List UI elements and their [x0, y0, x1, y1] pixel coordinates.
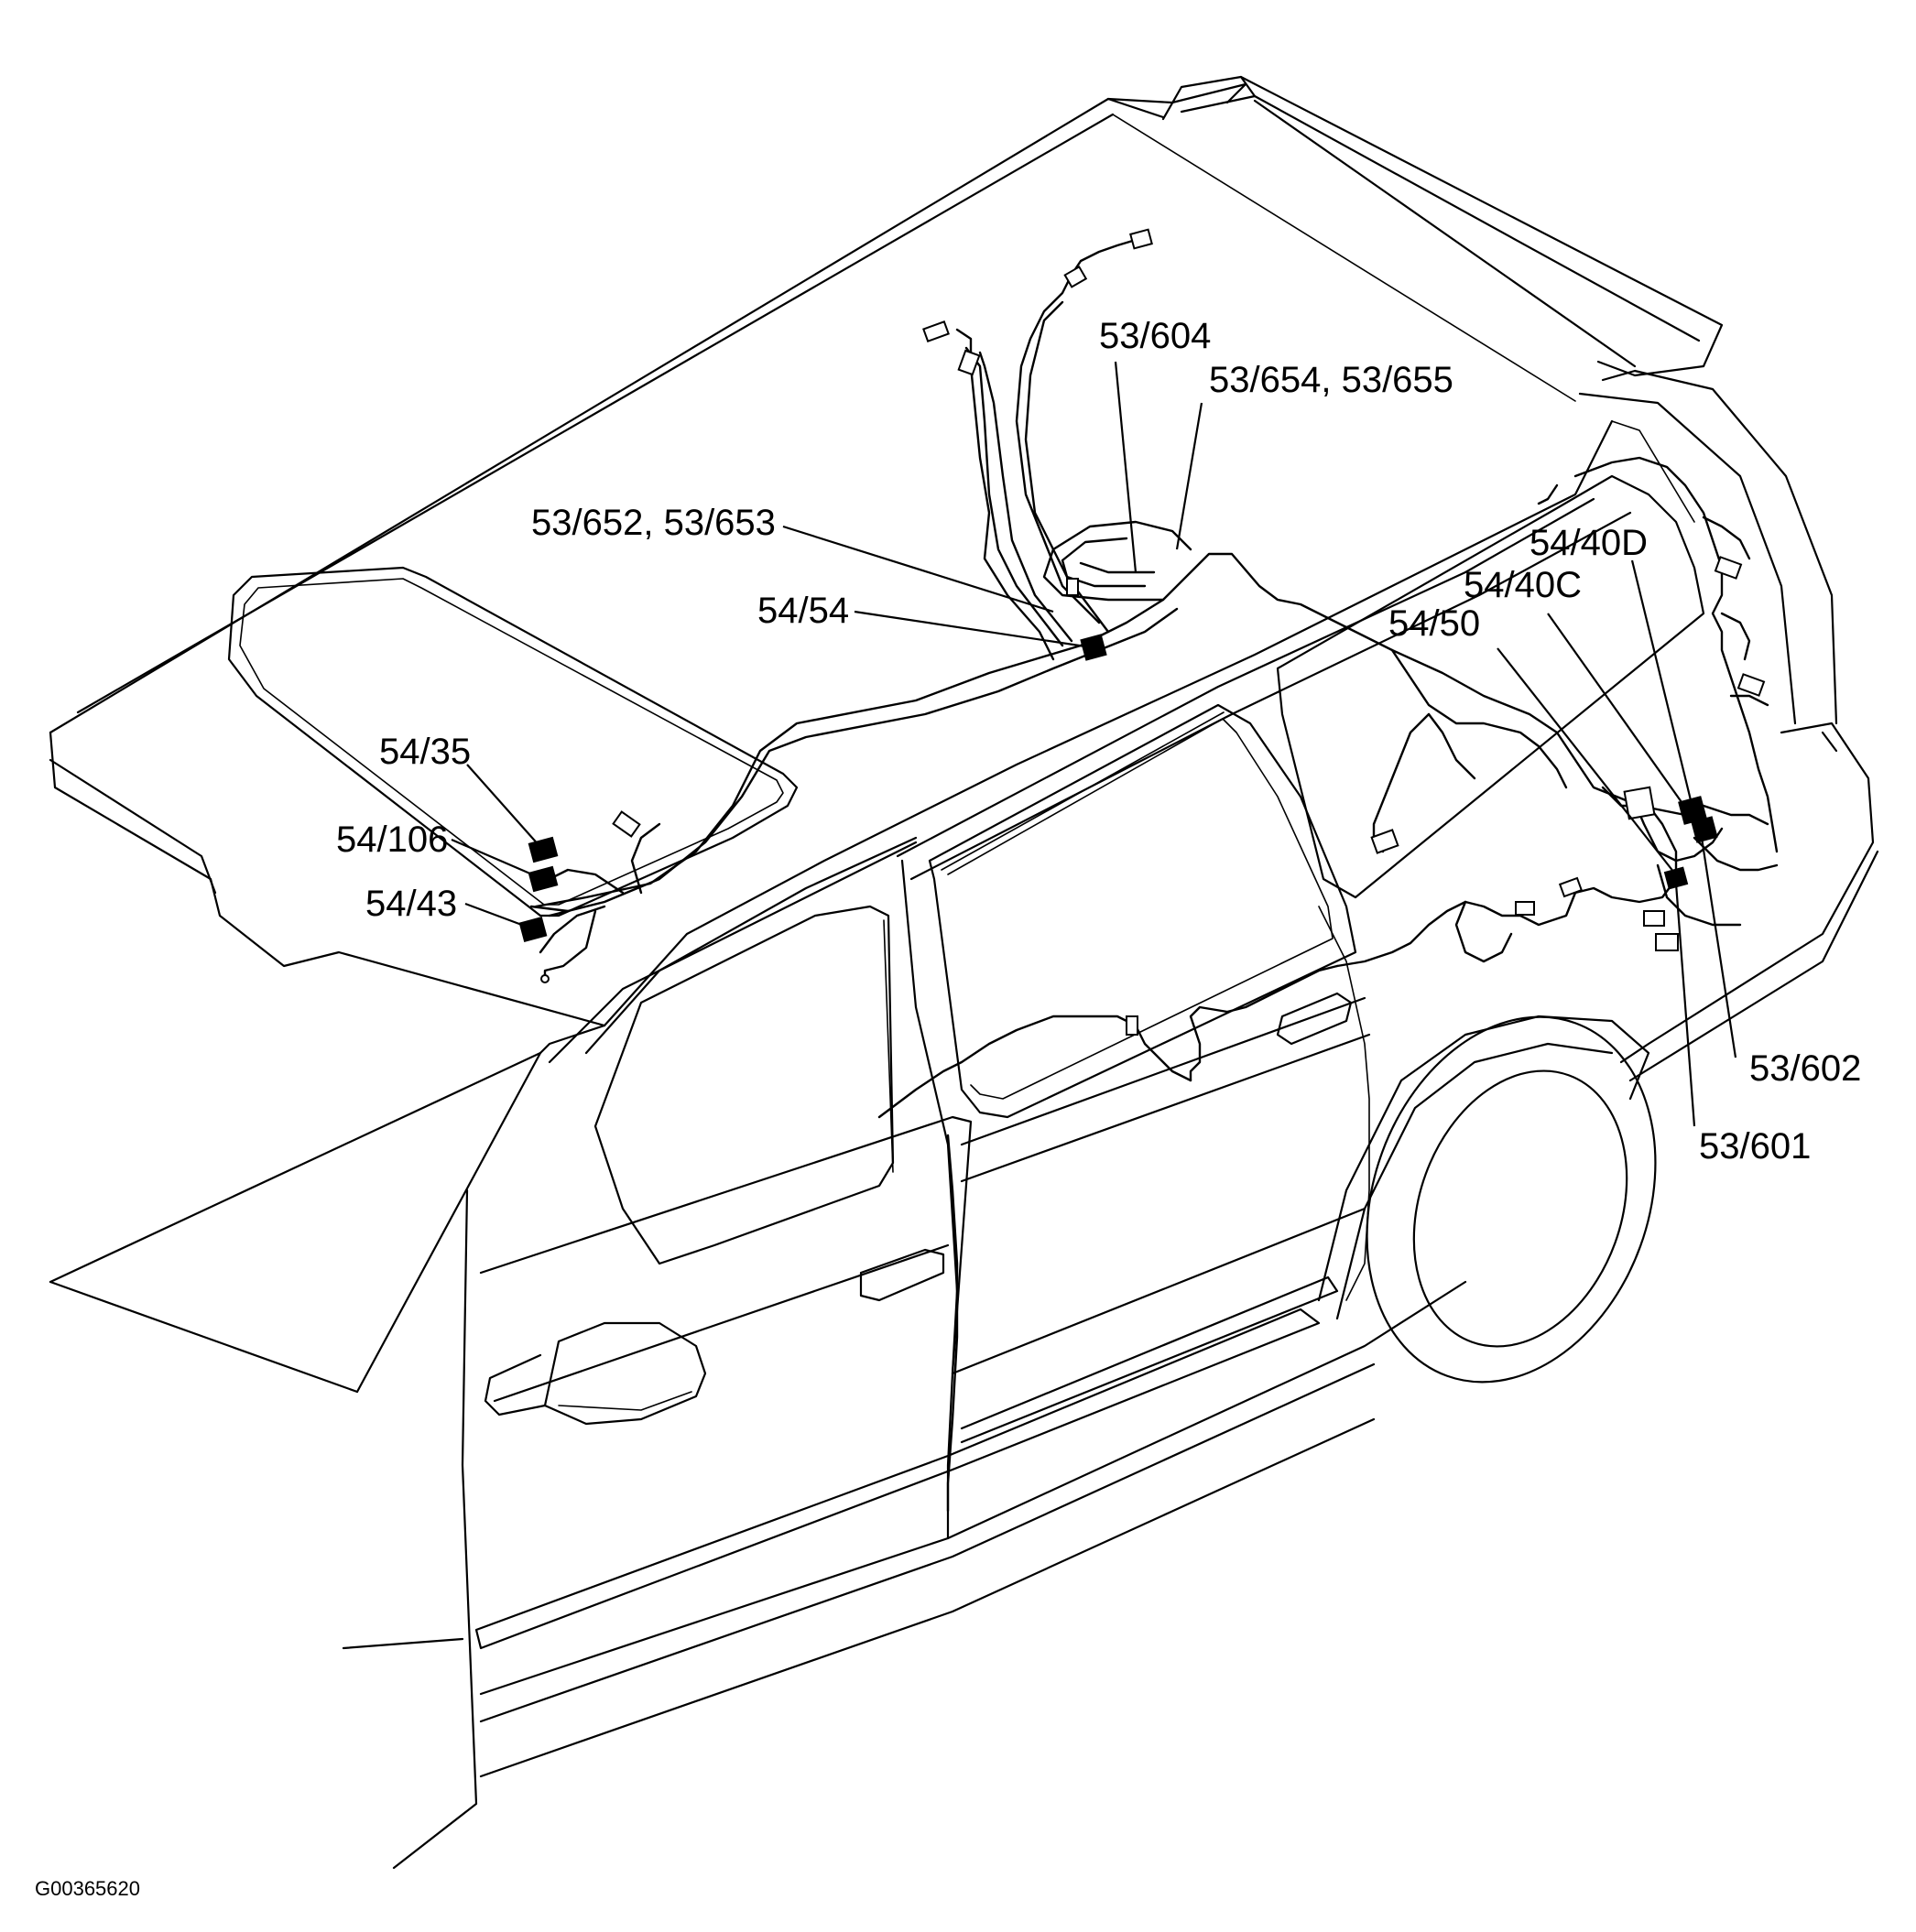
connector-rear-window — [1370, 829, 1399, 854]
connector-54-43 — [518, 917, 548, 942]
connector-door-pillar — [1126, 1015, 1138, 1036]
label-53-601: 53/601 — [1699, 1126, 1811, 1167]
connector-rear-quarter — [1623, 786, 1656, 820]
connectors — [518, 228, 1766, 1036]
connector-54-50 — [1663, 866, 1689, 890]
label-54-50: 54/50 — [1388, 603, 1480, 644]
connector-rear-6 — [1736, 673, 1766, 697]
connector-rear-low-1 — [1515, 901, 1535, 916]
connector-roof-5 — [1066, 578, 1079, 596]
vehicle-body — [49, 75, 1879, 1870]
connector-rear-5 — [1714, 556, 1743, 580]
label-53-652-653: 53/652, 53/653 — [531, 503, 776, 543]
connector-54-35 — [528, 836, 559, 863]
label-54-35: 54/35 — [379, 732, 471, 772]
wiring-harness — [529, 238, 1779, 1513]
connector-front-probe — [540, 974, 550, 983]
label-54-40D: 54/40D — [1530, 523, 1648, 563]
label-54-54: 54/54 — [757, 591, 849, 631]
connector-rear-low-4 — [1655, 933, 1679, 951]
label-54-40C: 54/40C — [1464, 565, 1582, 605]
connector-54-40C — [1691, 816, 1718, 843]
connector-rear-low-2 — [1558, 876, 1584, 898]
label-54-43: 54/43 — [365, 884, 457, 924]
connector-54-54 — [1080, 634, 1107, 661]
leader-lines — [451, 361, 1737, 1127]
connector-rear-low-3 — [1643, 910, 1665, 927]
figure-id: G00365620 — [35, 1877, 140, 1900]
label-53-654-655: 53/654, 53/655 — [1209, 360, 1453, 400]
connector-roof-3 — [922, 320, 950, 342]
connector-roof-4 — [957, 349, 981, 376]
connector-roof-2 — [1063, 266, 1088, 288]
callout-labels: 53/604 53/654, 53/655 53/652, 53/653 54/… — [35, 316, 1861, 1900]
label-53-602: 53/602 — [1749, 1048, 1861, 1089]
connector-roof-1 — [1129, 228, 1153, 250]
connector-front-roof — [612, 810, 641, 838]
connector-54-106 — [528, 865, 559, 893]
label-53-604: 53/604 — [1099, 316, 1211, 356]
label-54-106: 54/106 — [336, 819, 448, 860]
